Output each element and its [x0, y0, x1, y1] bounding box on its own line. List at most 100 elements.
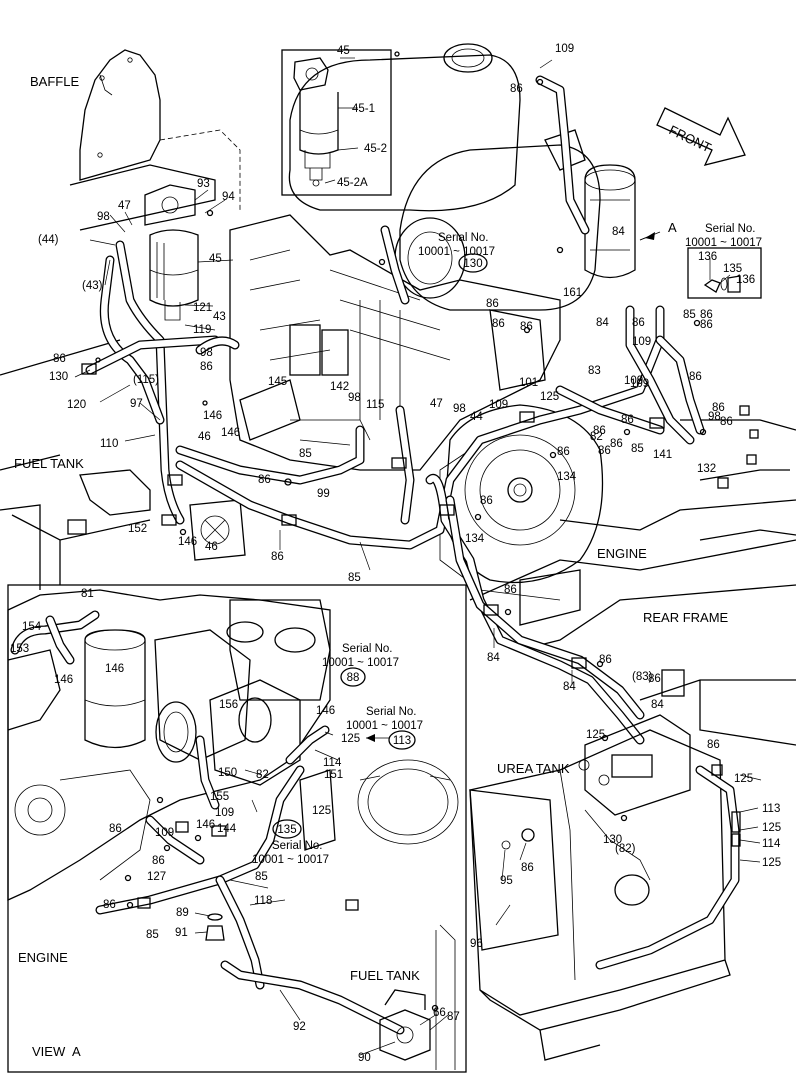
callout-85-101: 85	[255, 871, 268, 883]
serial-note-view_113-line2: 10001 ~ 10017	[346, 720, 423, 732]
urea-tank	[469, 714, 741, 1061]
callout-134-59: 134	[557, 471, 577, 483]
callout-135-111: 135	[723, 263, 742, 275]
callout-85-105: 85	[146, 929, 159, 941]
view-a-inset	[7, 584, 467, 1073]
callout-44-34: 44	[470, 411, 483, 423]
callout-86-52: 86	[271, 551, 284, 563]
circled-113: 113	[393, 735, 411, 747]
callout-154-80: 154	[22, 621, 42, 633]
callout-98-120: 98	[708, 411, 721, 423]
callout-45-1-1: 45-1	[352, 103, 375, 115]
callout-98-23: 98	[200, 347, 213, 359]
callout-130-75: 130	[603, 834, 622, 846]
front-arrow	[656, 107, 746, 166]
callout-46-26: 46	[198, 431, 211, 443]
callout-86-125: 86	[598, 445, 611, 457]
callout-153-81: 153	[10, 643, 29, 655]
leader-lines	[74, 57, 762, 1056]
callout-99-50: 99	[317, 488, 330, 500]
callout-86-64: 86	[648, 673, 661, 685]
flywheel-housing	[439, 404, 604, 601]
callout-132-47: 132	[697, 463, 716, 475]
arrow-a-head	[645, 232, 655, 240]
callout-86-76: 86	[521, 862, 534, 874]
callout-146-83: 146	[54, 674, 73, 686]
callout-86-56: 86	[480, 495, 493, 507]
frame-brackets	[189, 499, 581, 626]
serial-note-view_88-line1: Serial No.	[342, 643, 393, 655]
callout-94-8: 94	[222, 191, 235, 203]
callout-125-69: 125	[734, 773, 753, 785]
callout-146-82: 146	[105, 663, 124, 675]
front-label: FRONT	[667, 122, 714, 155]
callout-114-88: 114	[323, 757, 342, 769]
detail-box-45	[281, 49, 392, 196]
callout-109-35: 109	[489, 399, 508, 411]
callout-43-12: (43)	[82, 280, 103, 292]
callout-86-124: 86	[720, 416, 733, 428]
callout-86-100: 86	[103, 899, 116, 911]
callout-93-7: 93	[197, 178, 210, 190]
callout-84-63: 84	[563, 681, 576, 693]
callout-47-32: 47	[430, 398, 443, 410]
callout-86-113: 86	[712, 402, 725, 414]
callout-125-86: 125	[341, 733, 360, 745]
circled-numbers	[272, 253, 488, 839]
callout-96-78: 96	[470, 938, 483, 950]
callout-82-90: 82	[256, 769, 269, 781]
callout-86-96: 86	[109, 823, 122, 835]
callout-84-117: 84	[596, 317, 609, 329]
serial-note-detail_a-line1: Serial No.	[705, 223, 756, 235]
callout-86-68: 86	[707, 739, 720, 751]
fuel-filter-45	[144, 184, 199, 321]
callout-85-53: 85	[348, 572, 361, 584]
callout-84-66: 84	[651, 699, 664, 711]
callout-46-55: 46	[205, 541, 218, 553]
callout-86-121: 86	[486, 298, 499, 310]
circled-130: 130	[463, 258, 482, 270]
callout-45-2A-3: 45-2A	[337, 177, 368, 189]
baffle-plate	[69, 49, 241, 231]
callout-83-38: 83	[588, 365, 601, 377]
callout-86-122: 86	[492, 318, 505, 330]
callout-109-93: 109	[215, 807, 234, 819]
callout-66-106: 66	[433, 1007, 446, 1019]
callout-86-60: 86	[504, 584, 517, 596]
serial-note-view_135-line1: Serial No.	[272, 840, 323, 852]
callout-121-14: 121	[193, 302, 212, 314]
circled-88: 88	[347, 672, 360, 684]
circled-135: 135	[277, 824, 296, 836]
area-label-engine: ENGINE	[597, 546, 647, 561]
callout-86-58: 86	[557, 446, 570, 458]
callout-155-92: 155	[210, 791, 229, 803]
callout-86-98: 86	[152, 855, 165, 867]
callout-44-11: (44)	[38, 234, 59, 246]
callout-84-61: 84	[487, 652, 500, 664]
callout-45-0: 45	[337, 45, 350, 57]
area-label-rear-frame: REAR FRAME	[643, 610, 729, 625]
main-fuel-hoses	[85, 75, 705, 745]
callout-86-48: 86	[258, 474, 271, 486]
callout-125-89: 125	[312, 805, 331, 817]
callout-146-95: 146	[196, 819, 215, 831]
callout-142-29: 142	[330, 381, 349, 393]
callout-86-17: 86	[53, 353, 66, 365]
callout-89-103: 89	[176, 907, 189, 919]
view-label: VIEW	[32, 1044, 66, 1059]
callout-150-91: 150	[218, 767, 237, 779]
callout-119-16: 119	[193, 324, 211, 336]
callout-101-37: 101	[519, 377, 538, 389]
callout-92-108: 92	[293, 1021, 306, 1033]
callout-125-73: 125	[762, 857, 781, 869]
callout-115-31: 115	[366, 399, 384, 411]
callout-114-72: 114	[762, 838, 781, 850]
callout-145-28: 145	[268, 376, 287, 388]
callout-109-39: 109	[624, 375, 643, 387]
callout-125-67: 125	[586, 729, 605, 741]
callout-146-27: 146	[221, 427, 240, 439]
callout-120-19: 120	[67, 399, 86, 411]
callout-86-62: 86	[599, 654, 612, 666]
callout-86-127: 86	[700, 309, 713, 321]
